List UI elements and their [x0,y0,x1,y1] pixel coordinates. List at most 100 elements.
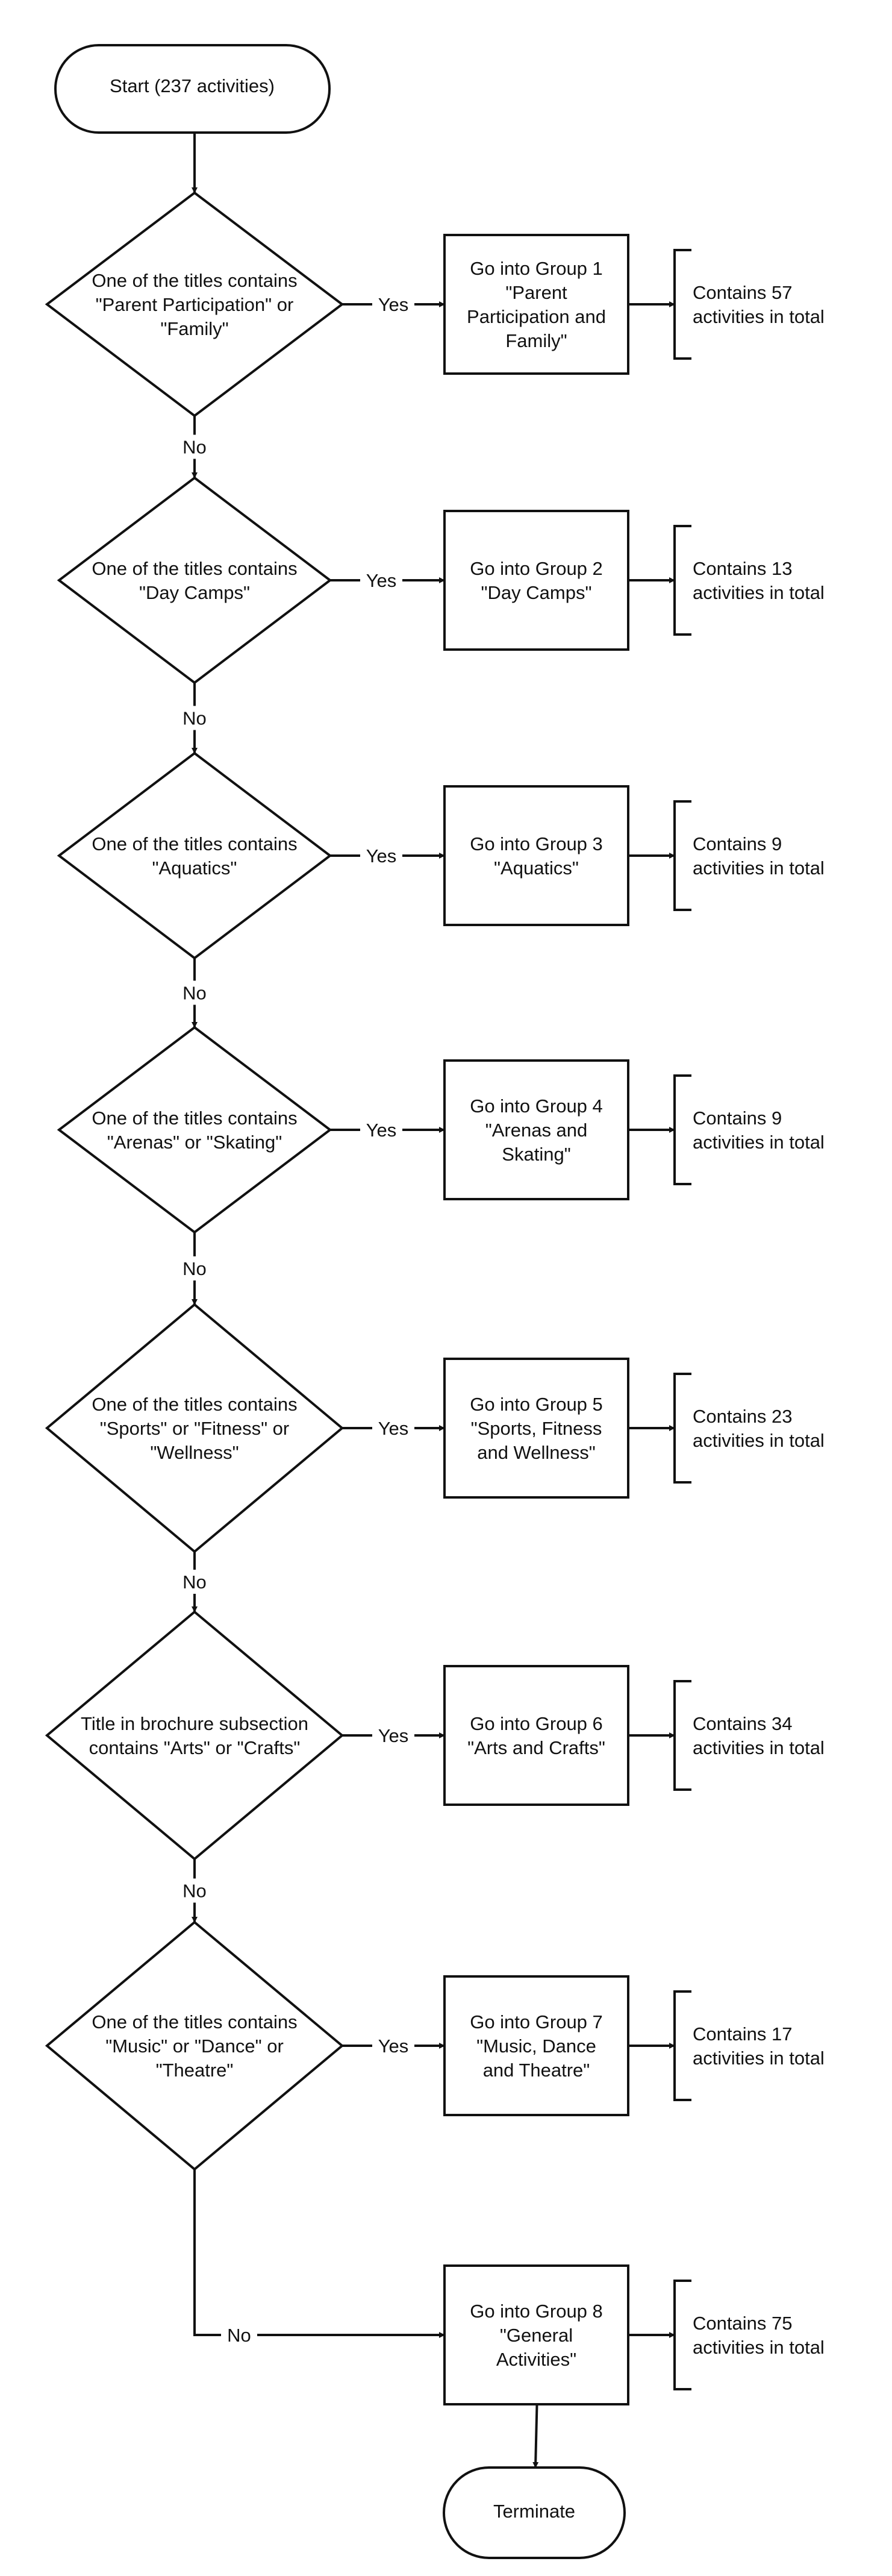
decision-3-text-line: "Aquatics" [152,857,237,879]
edge-yes-1-label: Yes [378,294,409,315]
decision-3-text: One of the titles contains "Aquatics" [92,833,297,879]
group-1-text-line: "Parent [505,282,567,303]
edge-yes-4-label-bg [360,1118,402,1142]
decision-7 [45,1920,345,2171]
decision-4 [57,1026,332,1234]
edge-yes-7-label: Yes [378,2035,409,2057]
group-6-text: Go into Group 6 "Arts and Crafts" [467,1713,605,1758]
edge-no-4-label-bg [176,1256,213,1280]
start-label: Start (237 activities) [110,75,275,96]
decision-2-text-line: "Day Camps" [139,582,250,603]
count-1-text: Contains 57 activities in total [693,282,825,327]
group-7-text-line: "Music, Dance [476,2035,596,2057]
group-1-box [443,234,629,375]
decision-5-text-line: "Wellness" [150,1442,239,1463]
group-5-text-line: "Sports, Fitness [471,1418,602,1439]
count-8-text-line: activities in total [693,2337,825,2358]
edge-yes-6-label: Yes [378,1725,409,1746]
decision-3 [57,751,332,960]
edge-no-3-label-bg [176,980,213,1005]
terminate-node [443,2466,626,2559]
group-2-text: Go into Group 2"Day Camps" [470,558,603,603]
count-3-text-line: Contains 9 [693,833,782,854]
count-1-text-line: activities in total [693,306,825,327]
edge-yes-5-label-bg [372,1416,414,1440]
count-3-text: Contains 9 activities in total [693,833,825,879]
edge-yes-7-label-bg [372,2034,414,2058]
edge-no-1-label-bg [176,434,213,459]
edge-no-6-label: No [182,1881,207,1902]
count-2-text-line: Contains 13 [693,558,792,579]
decision-3-text-line: One of the titles contains [92,833,297,854]
edge-no-5-label: No [182,1572,207,1593]
decision-7-text-line: "Theatre" [156,2060,234,2081]
group-6-box [443,1665,629,1806]
group-6-text-line: Go into Group 6 [470,1713,603,1734]
group-7-text-line: and Theatre" [483,2060,590,2081]
decision-5-text: One of the titles contains"Sports" or "F… [92,1394,297,1463]
edge-no-5-label-bg [176,1570,213,1594]
edge-yes-3-label-bg [360,844,402,868]
decision-2-text: One of the titles contains"Day Camps" [92,558,297,603]
decision-1-text-line: "Parent Participation" or [96,294,294,315]
decision-4-text-line: One of the titles contains [92,1108,297,1129]
group-2-text-line: "Day Camps" [481,582,592,603]
decision-1-text-line: "Family" [160,318,228,339]
count-2-text-line: activities in total [693,582,825,603]
edge-no-2-label-bg [176,706,213,730]
edge-yes-2-label-bg [360,568,402,592]
count-1-bracket [673,249,691,360]
group-4-box [443,1059,629,1200]
decision-6 [45,1610,345,1861]
decision-1 [45,191,345,418]
decision-2 [57,476,332,685]
group-6-text-line: "Arts and Crafts" [467,1737,605,1758]
count-4-text-line: Contains 9 [693,1108,782,1129]
decision-1-text: One of the titles contains "Parent Partic… [92,270,297,339]
count-2-text: Contains 13 activities in total [693,558,825,603]
decision-7-text-line: "Music" or "Dance" or [105,2035,284,2057]
decision-4-text: One of the titles contains "Arenas" or "S… [92,1108,297,1153]
group-5-text-line: Go into Group 5 [470,1394,603,1415]
count-8-text-line: Contains 75 [693,2313,792,2334]
count-4-text: Contains 9 activities in total [693,1108,825,1153]
count-8-text: Contains 75 activities in total [693,2313,825,2358]
count-5-bracket [673,1373,691,1484]
decision-4-text-line: "Arenas" or "Skating" [107,1132,282,1153]
count-3-text-line: activities in total [693,857,825,879]
edge-yes-5-label: Yes [378,1418,409,1439]
group-8-text-line: "General [500,2325,573,2346]
count-1-text-line: Contains 57 [693,282,792,303]
group-4-text-line: Go into Group 4 [470,1095,603,1117]
edge-no-7-label-bg [221,2323,257,2347]
edge-yes-2-label: Yes [366,570,397,591]
count-7-bracket [673,1990,691,2101]
start-node [54,44,331,134]
group-5-box [443,1358,629,1499]
group-7-box [443,1975,629,2116]
group-3-text: Go into Group 3"Aquatics" [470,833,603,879]
decision-7-text: One of the titles contains "Music" or "Da… [92,2011,297,2081]
group-7-text: Go into Group 7 "Music, Dance and Theatre" [470,2011,603,2081]
decision-1-text-line: One of the titles contains [92,270,297,291]
group-4-text-line: Skating" [502,1144,570,1165]
count-5-text-line: Contains 23 [693,1406,792,1427]
count-7-text-line: activities in total [693,2048,825,2069]
group-7-text-line: Go into Group 7 [470,2011,603,2032]
group-5-text-line: and Wellness" [477,1442,596,1463]
edge-no-2-label: No [182,708,207,729]
group-2-box [443,510,629,651]
count-4-text-line: activities in total [693,1132,825,1153]
edge-yes-1-label-bg [372,292,414,316]
count-3-bracket [673,800,691,911]
group-3-text-line: "Aquatics" [494,857,579,879]
decision-7-text-line: One of the titles contains [92,2011,297,2032]
edge-no-7-label: No [227,2325,251,2346]
